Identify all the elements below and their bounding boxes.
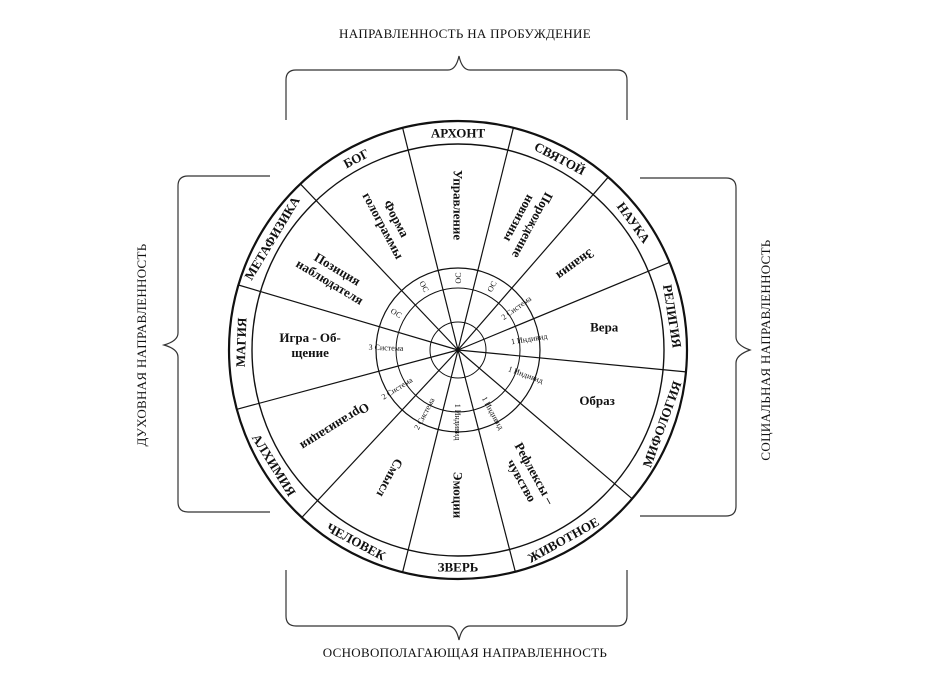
middle-sector-label: Игра - Об-щение [279,330,341,360]
outer-sector-label: БОГ [341,145,372,171]
middle-sector-label: Рефлексы –чувство [499,440,558,515]
outer-sector-label: АРХОНТ [431,126,486,141]
inner-sector-label-line: ОС [485,279,498,293]
middle-sector-label: Смысл [374,456,407,500]
middle-sector-label: Формаголограммы [359,183,420,262]
middle-ring [375,267,541,433]
outer-sector-label-line: МЕТАФИЗИКА [241,193,303,282]
middle-sector-label: Управление [451,170,466,241]
inner-sector-label: ОС [454,272,463,283]
left-bracket [161,175,270,513]
inner-sector-label-line: 2 Система [412,396,436,431]
inner-sector-label-line: 1 Индивид [480,395,506,431]
inner-sector-label: ОС [485,279,498,293]
middle-sector-label: Порождениеновизны [496,183,557,261]
spoke-line [457,176,609,351]
inner-sector-label-line: ОС [417,279,430,293]
center-ring [429,321,487,379]
outer-label-ring-inner-edge [251,143,665,557]
top-direction-label: НАПРАВЛЕННОСТЬ НА ПРОБУЖДЕНИЕ [339,26,591,41]
inner-sector-label-line: 1 Индивид [453,404,462,441]
inner-sector-label: ОС [389,306,403,319]
spoke-line [238,284,459,351]
spoke-line [301,349,459,518]
middle-sector-label-line: Образ [579,393,615,408]
outer-sector-label-line: ЗВЕРЬ [438,560,479,575]
top-bracket [285,55,628,120]
outer-ring [227,119,689,581]
inner-sector-label-line: 3 Система [368,343,404,353]
middle-sector-label: Вера [590,319,619,334]
spoke-line [236,349,459,410]
middle-sector-label-line: щение [291,345,329,360]
sector-spokes [236,127,686,573]
outer-sector-label-line: БОГ [341,145,372,171]
outer-sector-label: МЕТАФИЗИКА [241,193,303,282]
inner-sector-label-line: ОС [454,272,463,283]
outer-sector-label-line: МАГИЯ [233,317,250,368]
bottom-bracket [285,570,628,641]
inner-sector-label: 1 Индивид [510,332,548,347]
middle-sector-label-line: Знания [554,246,598,283]
inner-sector-label: 3 Система [368,343,404,353]
middle-sector-label: Эмоции [451,472,466,519]
spoke-line [457,349,516,572]
middle-sector-label-line: Эмоции [451,472,466,519]
wheel-rings [227,119,689,581]
spoke-line [299,183,459,351]
spoke-line [457,349,633,500]
middle-sector-label: Образ [579,393,615,408]
middle-sector-label-line: Смысл [374,456,407,500]
middle-sector-label-line: Вера [590,319,619,334]
inner-sector-label: 2 Система [412,396,436,431]
inner-sector-label: 1 Индивид [453,404,462,441]
bottom-direction-label: ОСНОВОПОЛАГАЮЩАЯ НАПРАВЛЕННОСТЬ [322,645,608,660]
direction-brackets [161,55,752,641]
spoke-line [457,127,514,351]
outer-sector-label: ЗВЕРЬ [438,560,479,575]
inner-sector-label: ОС [417,279,430,293]
middle-sector-label-line: Организация [298,400,372,454]
outer-sector-label-line: АРХОНТ [431,126,486,141]
middle-sector-label-line: Игра - Об- [279,330,341,345]
middle-sector-label: Позициянаблюдателя [293,243,373,308]
middle-sector-label: Организация [298,400,372,454]
middle-sector-label: Знания [554,246,598,283]
inner-sector-label-line: ОС [389,306,403,319]
spoke-line [402,349,459,573]
middle-sector-label-line: Управление [451,170,466,241]
outer-sector-label: МАГИЯ [233,317,250,368]
inner-sector-label: 1 Индивид [480,395,506,431]
spoke-line [457,349,686,373]
inner-sector-label-line: 1 Индивид [510,332,548,347]
spoke-line [402,127,459,351]
spoke-line [457,261,670,351]
right-bracket [640,177,752,517]
inner-ring [395,287,521,413]
